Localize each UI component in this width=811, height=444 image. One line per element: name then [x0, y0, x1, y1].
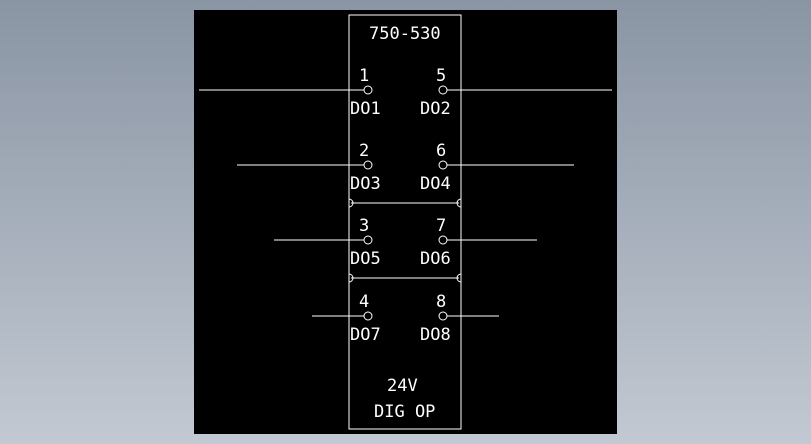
separator-2-right-arc [456, 273, 462, 283]
terminal-7-label: DO6 [420, 249, 451, 269]
terminal-4-number: 4 [359, 292, 369, 312]
separator-1-right-arc [456, 198, 462, 208]
terminal-4-label: DO7 [350, 325, 381, 345]
separator-2-left-arc [348, 273, 354, 283]
terminal-7-number: 7 [436, 216, 446, 236]
terminal-3-label: DO5 [350, 249, 381, 269]
terminal-8-number: 8 [436, 292, 446, 312]
terminal-8-pin [438, 311, 448, 321]
terminal-6-pin [438, 160, 448, 170]
terminal-3-pin [363, 235, 373, 245]
terminal-1-number: 1 [359, 66, 369, 86]
terminal-2-pin [363, 160, 373, 170]
module-description: DIG OP [374, 402, 435, 422]
separator-1-left-arc [348, 198, 354, 208]
terminal-2-label: DO3 [350, 174, 381, 194]
terminal-1-pin [363, 85, 373, 95]
terminal-1-label: DO1 [350, 99, 381, 119]
module-part-number: 750-530 [369, 24, 441, 44]
terminal-4-pin [363, 311, 373, 321]
terminal-8-label: DO8 [420, 325, 451, 345]
terminal-2-number: 2 [359, 141, 369, 161]
terminal-pins [363, 85, 448, 321]
module-block [348, 14, 462, 430]
terminal-5-number: 5 [436, 66, 446, 86]
terminal-6-number: 6 [436, 141, 446, 161]
module-outline [348, 14, 462, 430]
module-voltage: 24V [387, 376, 418, 396]
terminal-3-number: 3 [359, 216, 369, 236]
terminal-5-pin [438, 85, 448, 95]
drawing-area [194, 10, 617, 434]
terminal-6-label: DO4 [420, 174, 451, 194]
terminal-7-pin [438, 235, 448, 245]
terminal-5-label: DO2 [420, 99, 451, 119]
